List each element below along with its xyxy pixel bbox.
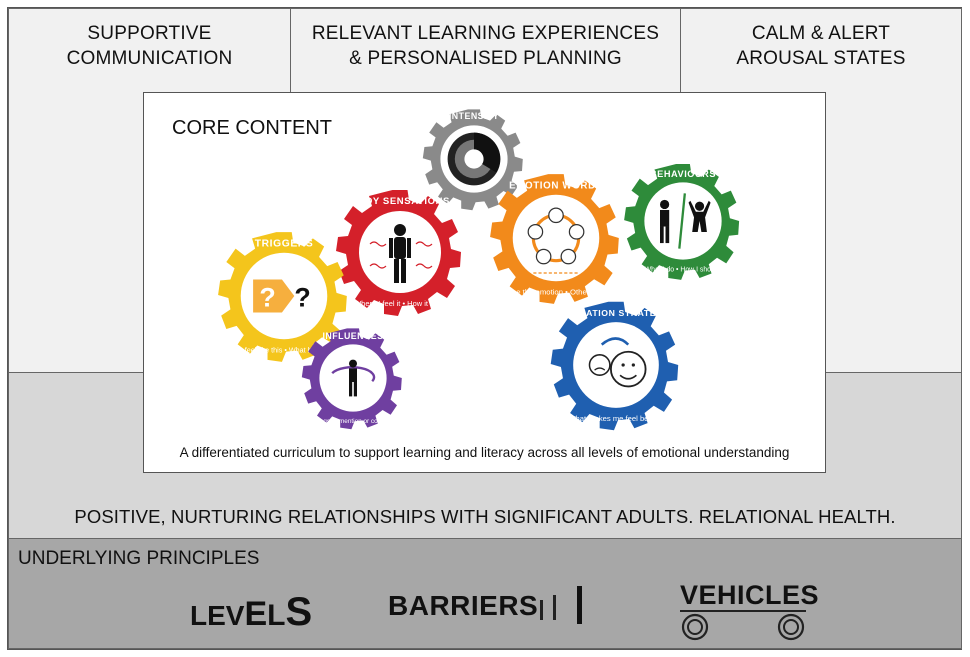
- gear-triggers: ? ? TRIGGERS Why I feel like this • What…: [218, 232, 347, 362]
- core-content-caption: A differentiated curriculum to support l…: [179, 445, 790, 460]
- gear-regulation-strategies: REGULATION STRATEGIES What makes me feel…: [550, 301, 680, 431]
- svg-text:?: ?: [294, 282, 310, 312]
- barriers-bars-icon: [540, 586, 582, 624]
- vehicles-label: VEHICLES: [680, 580, 820, 610]
- emotion-words-sub: Name the emotion • Other words: [500, 288, 612, 297]
- relationships-text: POSITIVE, NURTURING RELATIONSHIPS WITH S…: [74, 506, 896, 527]
- levels-part: L: [267, 599, 286, 632]
- influences-sub: Things to mention or consider: [311, 418, 396, 425]
- barriers-label: BARRIERS: [388, 590, 539, 621]
- levels-part: E: [244, 595, 268, 633]
- influences-label: INFLUENCES: [322, 331, 383, 341]
- emotion-words-label: EMOTION WORDS: [509, 181, 603, 192]
- gear-behaviours: BEHAVIOURS What I do • How I show it: [624, 163, 740, 280]
- gear-intensity: INTENSITY: [422, 109, 523, 211]
- triggers-label: TRIGGERS: [255, 239, 314, 250]
- gear-influences: INFLUENCES Things to mention or consider: [301, 328, 402, 430]
- gears-illustration: INTENSITY BODY SENSATIONS Where I feel i…: [218, 109, 740, 431]
- levels-part: S: [285, 590, 313, 634]
- regulation-label: REGULATION STRATEGIES: [553, 308, 680, 318]
- svg-text:?: ?: [259, 282, 275, 312]
- vehicle-wheels-icon: [680, 610, 806, 641]
- gear-emotion-words: EMOTION WORDS Name the emotion • Other w…: [490, 174, 619, 304]
- behaviours-label: BEHAVIOURS: [650, 169, 716, 179]
- panel-line: COMMUNICATION: [66, 48, 233, 69]
- principles-title: UNDERLYING PRINCIPLES: [18, 548, 260, 569]
- panel-line: CALM & ALERT: [751, 23, 891, 44]
- levels-label: LEVELS: [190, 590, 312, 635]
- panel-line: SUPPORTIVE: [87, 23, 212, 44]
- intensity-label: INTENSITY: [449, 111, 499, 121]
- body-sensations-sub: Where I feel it • How it feels: [354, 299, 446, 308]
- body-sensations-label: BODY SENSATIONS: [350, 196, 450, 207]
- core-content-title: CORE CONTENT: [172, 117, 332, 139]
- panel-line: AROUSAL STATES: [736, 48, 906, 69]
- panel-line: & PERSONALISED PLANNING: [349, 48, 622, 69]
- regulation-sub: What makes me feel better?: [568, 414, 663, 423]
- behaviours-sub: What I do • How I show it: [645, 267, 722, 274]
- panel-line: RELEVANT LEARNING EXPERIENCES: [311, 23, 660, 44]
- triggers-sub: Why I feel like this • What happened?: [224, 346, 343, 355]
- gear-body-sensations: BODY SENSATIONS Where I feel it • How it…: [336, 190, 461, 316]
- levels-part: LEV: [190, 600, 245, 631]
